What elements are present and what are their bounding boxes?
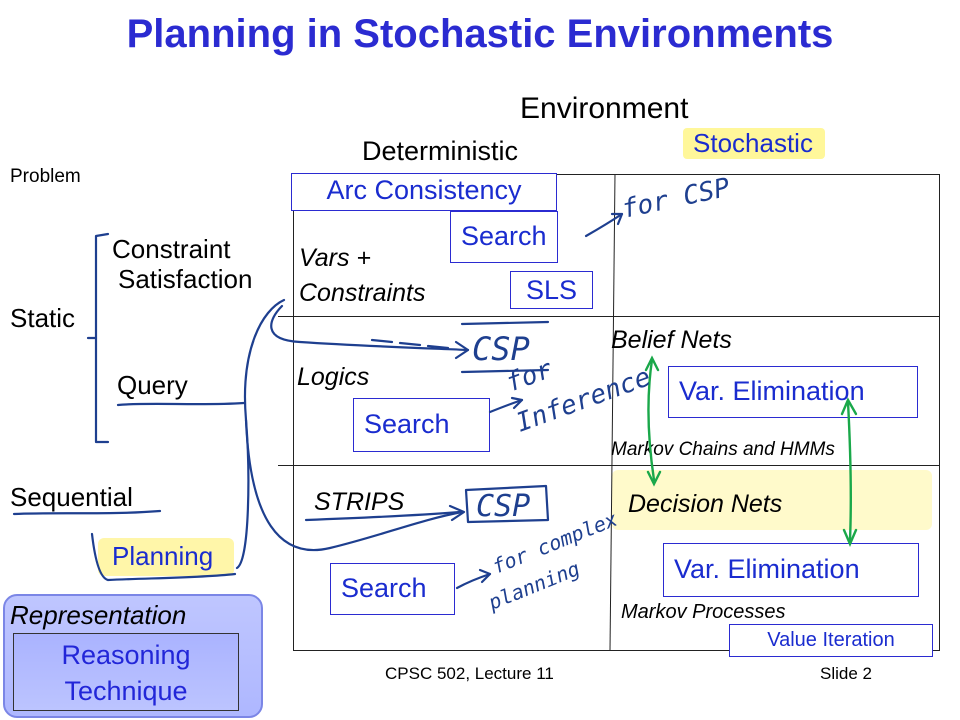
grid-top-border bbox=[556, 174, 940, 175]
sls-box: SLS bbox=[510, 271, 593, 309]
static-label: Static bbox=[10, 303, 76, 333]
constraint-to-csp-arrow bbox=[270, 304, 470, 352]
search-to-inference-arrow bbox=[488, 398, 524, 414]
csp-2-box bbox=[464, 484, 550, 524]
search-csp-box: Search bbox=[450, 211, 558, 263]
reasoning-label: Reasoning bbox=[61, 640, 191, 670]
constraints-label: Constraints bbox=[299, 279, 426, 307]
stochastic-label: Stochastic bbox=[683, 128, 825, 159]
var-elimination-2-box: Var. Elimination bbox=[663, 543, 919, 597]
logics-label: Logics bbox=[297, 363, 370, 391]
grid-row-divider-1 bbox=[278, 316, 940, 317]
green-arrow-right bbox=[846, 400, 853, 542]
decision-nets-label: Decision Nets bbox=[628, 490, 783, 518]
page-title: Planning in Stochastic Environments bbox=[126, 12, 834, 56]
vars-label: Vars + bbox=[299, 244, 372, 272]
environment-label: Environment bbox=[520, 92, 689, 125]
belief-nets-label: Belief Nets bbox=[611, 326, 732, 354]
sequential-underline bbox=[12, 509, 162, 516]
planning-to-csp-arrow bbox=[235, 298, 286, 570]
search-to-for-csp-arrow bbox=[584, 212, 624, 238]
grid-bottom-border bbox=[293, 650, 940, 651]
search-to-complex-arrow bbox=[455, 572, 492, 590]
dashed-csp-arrow bbox=[370, 338, 450, 350]
markov-chains-label: Markov Chains and HMMs bbox=[611, 439, 835, 460]
green-arrow-left bbox=[647, 358, 656, 482]
problem-label: Problem bbox=[10, 166, 81, 187]
for-csp-note: for CSP bbox=[619, 173, 733, 225]
decision-nets-highlight bbox=[612, 470, 932, 530]
query-label: Query bbox=[117, 370, 188, 400]
var-elimination-1-box: Var. Elimination bbox=[668, 366, 918, 418]
csp-1-note: CSP bbox=[472, 330, 530, 368]
markov-processes-label: Markov Processes bbox=[621, 601, 786, 623]
query-underline bbox=[116, 401, 246, 407]
constraint-label: Constraint bbox=[112, 234, 231, 264]
representation-label: Representation bbox=[10, 600, 187, 630]
planning-label: Planning bbox=[112, 541, 214, 571]
arc-consistency-box: Arc Consistency bbox=[291, 173, 557, 211]
strips-label: STRIPS bbox=[314, 488, 405, 516]
search-planning-box: Search bbox=[330, 563, 455, 615]
satisfaction-label: Satisfaction bbox=[118, 264, 253, 294]
sequential-label: Sequential bbox=[10, 482, 133, 512]
grid-left-border bbox=[293, 174, 294, 650]
reasoning-technique-box: Reasoning Technique bbox=[13, 633, 239, 711]
planning-outline bbox=[90, 532, 237, 582]
footer-course: CPSC 502, Lecture 11 bbox=[385, 664, 554, 683]
strips-arrow bbox=[304, 510, 462, 522]
deterministic-label: Deterministic bbox=[362, 136, 519, 166]
static-bracket bbox=[94, 232, 110, 444]
planning-highlight bbox=[98, 538, 234, 576]
csp-1-marks bbox=[460, 320, 550, 374]
footer-slide: Slide 2 bbox=[820, 664, 872, 683]
value-iteration-box: Value Iteration bbox=[729, 624, 933, 657]
grid-row-divider-2 bbox=[278, 465, 940, 466]
grid-right-border bbox=[939, 174, 940, 650]
csp-2-note: CSP bbox=[476, 489, 530, 524]
search-logics-box: Search bbox=[353, 398, 490, 452]
technique-label: Technique bbox=[64, 676, 188, 706]
